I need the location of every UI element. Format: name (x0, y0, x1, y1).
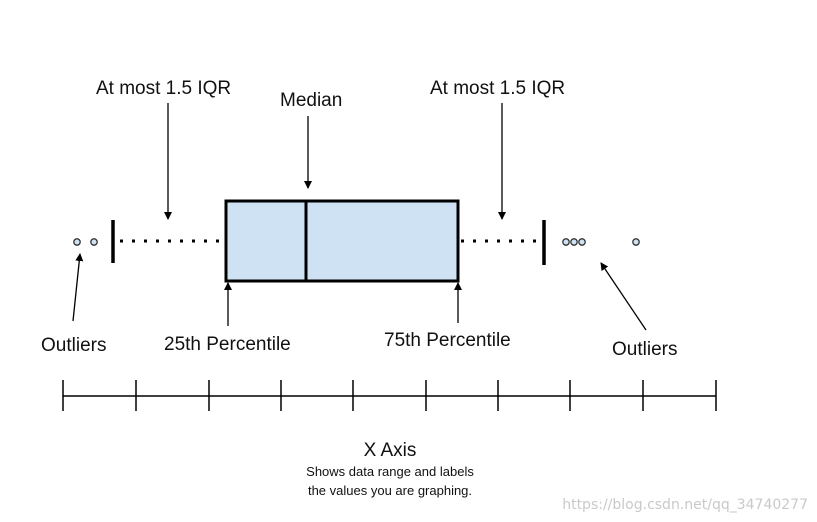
label-25th-percentile: 25th Percentile (164, 334, 291, 355)
x-axis-description-line1: Shows data range and labels (306, 464, 474, 479)
label-median: Median (280, 90, 342, 111)
outlier-point (73, 238, 81, 246)
arrow-outliers-left (72, 253, 84, 322)
outlier-point (632, 238, 640, 246)
x-axis-ticks (62, 380, 717, 411)
label-outliers-right: Outliers (612, 339, 677, 360)
outlier-point (562, 238, 570, 246)
label-75th-percentile: 75th Percentile (384, 330, 511, 351)
outlier-point (578, 238, 586, 246)
label-outliers-left: Outliers (41, 335, 106, 356)
x-axis-description-line2: the values you are graphing. (308, 483, 472, 498)
label-iqr-left: At most 1.5 IQR (96, 78, 231, 99)
outlier-point (90, 238, 98, 246)
arrow-outliers-right (600, 262, 647, 331)
label-iqr-right: At most 1.5 IQR (430, 78, 565, 99)
iqr-box (224, 199, 460, 283)
watermark: https://blog.csdn.net/qq_34740277 (562, 497, 808, 513)
outlier-point (570, 238, 578, 246)
x-axis-title: X Axis (364, 440, 417, 461)
